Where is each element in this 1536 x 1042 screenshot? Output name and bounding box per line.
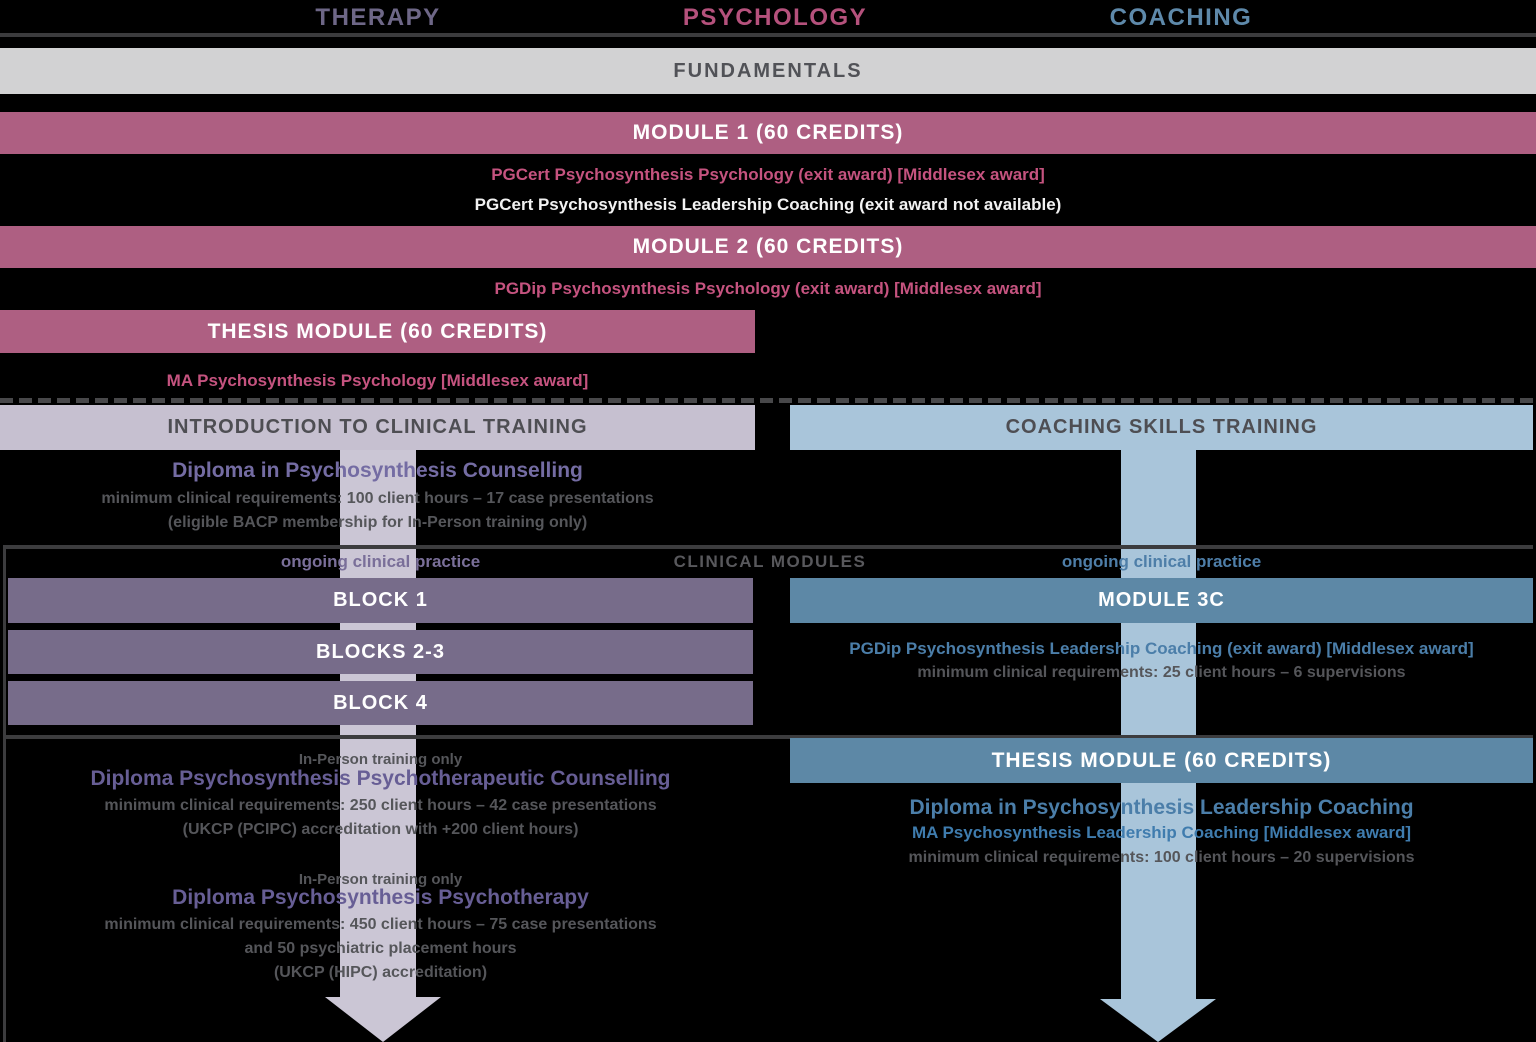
- module-1-bar: MODULE 1 (60 CREDITS): [0, 112, 1536, 154]
- coaching-down-arrow-head: [1100, 999, 1216, 1042]
- column-header-coaching: COACHING: [1109, 4, 1253, 31]
- therapy-down-arrow-head: [325, 997, 441, 1042]
- header-divider-line: [0, 33, 1536, 37]
- diploma-counselling-title: Diploma in Psychosynthesis Counselling: [172, 459, 583, 482]
- module-3c-award: PGDip Psychosynthesis Leadership Coachin…: [849, 639, 1474, 658]
- diploma-psychotherapeutic-counselling-title: Diploma Psychosynthesis Psychotherapeuti…: [90, 767, 671, 790]
- psychotherapeutic-counselling-accreditation: (UKCP (PCIPC) accreditation with +200 cl…: [182, 821, 579, 838]
- psychotherapy-requirements: minimum clinical requirements: 450 clien…: [104, 916, 657, 933]
- diploma-counselling-requirements: minimum clinical requirements: 100 clien…: [101, 490, 654, 507]
- advanced-training-box: [3, 735, 1533, 1042]
- leadership-coaching-requirements: minimum clinical requirements: 100 clien…: [908, 849, 1415, 866]
- ongoing-clinical-practice-right: ongoing clinical practice: [1061, 552, 1262, 571]
- dashed-divider-line: [0, 398, 1536, 403]
- in-person-note-2: In-Person training only: [298, 870, 463, 888]
- intro-clinical-training-bar: INTRODUCTION TO CLINICAL TRAINING: [0, 405, 755, 450]
- psychotherapy-requirements-2: and 50 psychiatric placement hours: [244, 940, 517, 957]
- block-1-bar: BLOCK 1: [8, 578, 753, 623]
- diploma-leadership-coaching-title: Diploma in Psychosynthesis Leadership Co…: [909, 796, 1414, 819]
- ma-leadership-coaching-award: MA Psychosynthesis Leadership Coaching […: [911, 823, 1412, 842]
- ma-psychology-award: MA Psychosynthesis Psychology [Middlesex…: [166, 371, 589, 390]
- column-header-psychology: PSYCHOLOGY: [682, 4, 868, 31]
- clinical-modules-heading: CLINICAL MODULES: [673, 552, 867, 571]
- module-2-award: PGDip Psychosynthesis Psychology (exit a…: [494, 279, 1042, 298]
- blocks-2-3-bar: BLOCKS 2-3: [8, 630, 753, 674]
- module-3c-requirements: minimum clinical requirements: 25 client…: [917, 664, 1406, 681]
- module-3c-bar: MODULE 3C: [790, 578, 1533, 623]
- coaching-down-arrow-band: [1121, 450, 1196, 1000]
- thesis-module-psychology-bar: THESIS MODULE (60 CREDITS): [0, 310, 755, 353]
- ongoing-clinical-practice-left: ongoing clinical practice: [280, 552, 481, 571]
- column-header-therapy: THERAPY: [315, 4, 441, 31]
- psychotherapy-accreditation: (UKCP (HIPC) accreditation): [273, 964, 488, 981]
- fundamentals-bar: FUNDAMENTALS: [0, 48, 1536, 94]
- clinical-modules-box: [3, 545, 1533, 735]
- psychotherapeutic-counselling-requirements: minimum clinical requirements: 250 clien…: [104, 797, 657, 814]
- module-1-award-coaching: PGCert Psychosynthesis Leadership Coachi…: [474, 195, 1062, 214]
- block-4-bar: BLOCK 4: [8, 681, 753, 725]
- module-2-bar: MODULE 2 (60 CREDITS): [0, 226, 1536, 268]
- coaching-skills-training-bar: COACHING SKILLS TRAINING: [790, 405, 1533, 450]
- diploma-psychotherapy-title: Diploma Psychosynthesis Psychotherapy: [172, 886, 589, 909]
- thesis-module-coaching-bar: THESIS MODULE (60 CREDITS): [790, 738, 1533, 783]
- module-1-award-psychology: PGCert Psychosynthesis Psychology (exit …: [491, 165, 1045, 184]
- in-person-note-1: In-Person training only: [298, 750, 463, 768]
- diploma-counselling-note: (eligible BACP membership for In-Person …: [167, 514, 588, 531]
